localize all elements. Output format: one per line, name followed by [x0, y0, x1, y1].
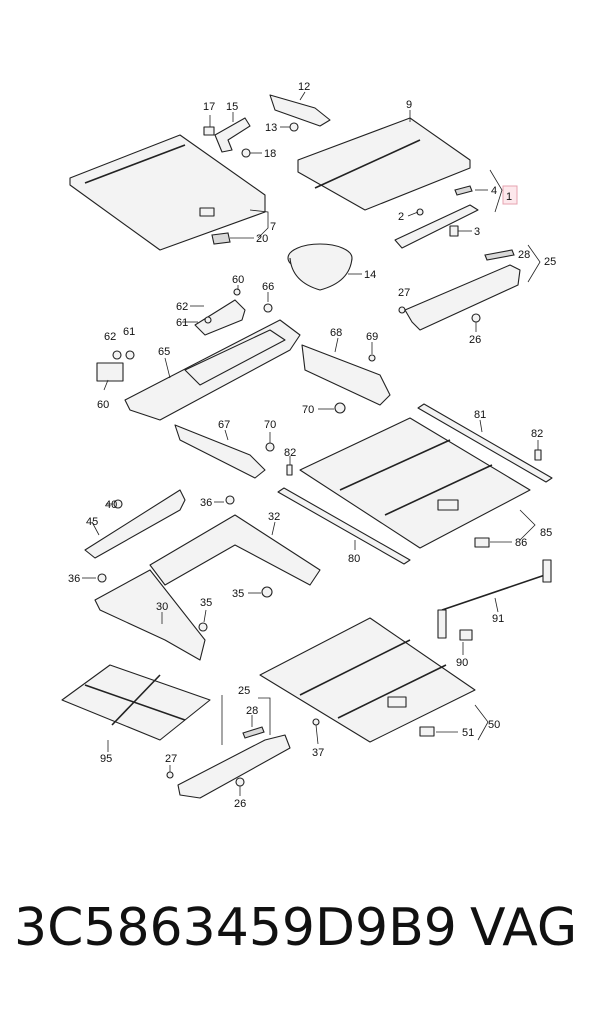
- callout-17: 17: [203, 101, 215, 113]
- bracket-group-60: [182, 285, 273, 336]
- rod-91: [437, 559, 552, 655]
- support-rail-65: [124, 319, 301, 421]
- callout-40: 40: [105, 499, 117, 511]
- hinge-part-60-lower: [96, 350, 135, 391]
- handle-part-12: [269, 91, 331, 132]
- callout-86: 86: [515, 537, 527, 549]
- callout-20: 20: [256, 233, 268, 245]
- callout-60-upper: 60: [232, 274, 244, 286]
- callout-9: 9: [406, 99, 412, 111]
- callout-3: 3: [474, 226, 480, 238]
- callout-95: 95: [100, 753, 112, 765]
- callout-61: 61: [123, 326, 135, 338]
- trim-strip-1: [394, 169, 518, 249]
- callout-7: 7: [270, 221, 276, 233]
- callout-61-upper: 61: [176, 317, 188, 329]
- callout-27-lower: 27: [165, 753, 177, 765]
- callout-70-mid: 70: [302, 404, 314, 416]
- floor-board-85: [299, 417, 536, 549]
- callout-36-upper: 36: [200, 497, 212, 509]
- bracket-part-45: [84, 489, 186, 559]
- callout-13: 13: [265, 122, 277, 134]
- callout-91: 91: [492, 613, 504, 625]
- luggage-mat-95: [61, 664, 211, 752]
- part-number: 3C5863459D9B9: [14, 898, 457, 958]
- callout-51: 51: [462, 727, 474, 739]
- callout-35-mid: 35: [232, 588, 244, 600]
- callout-50: 50: [488, 719, 500, 731]
- callout-15: 15: [226, 101, 238, 113]
- frame-part-30: [82, 569, 208, 661]
- callout-62-lower: 62: [104, 331, 116, 343]
- callout-26-lower: 26: [234, 798, 246, 810]
- callout-4: 4: [491, 185, 497, 197]
- rail-80: [277, 456, 411, 565]
- callout-18: 18: [264, 148, 276, 160]
- callout-65: 65: [158, 346, 170, 358]
- floor-board-50: [259, 617, 489, 745]
- callout-66: 66: [262, 281, 274, 293]
- part-number-caption: 3C5863459D9B9 VAG: [0, 898, 600, 978]
- callout-80: 80: [348, 553, 360, 565]
- callout-36-lower: 36: [68, 573, 80, 585]
- clip-part-20: [211, 232, 254, 245]
- callout-14: 14: [364, 269, 376, 281]
- callout-62: 62: [176, 301, 188, 313]
- callout-1: 1: [506, 191, 512, 203]
- callout-69: 69: [366, 331, 378, 343]
- hook-assembly: [203, 112, 262, 158]
- callout-2: 2: [398, 211, 404, 223]
- callout-45: 45: [86, 516, 98, 528]
- sill-trim-25-lower: [166, 695, 291, 799]
- callout-82-right: 82: [531, 428, 543, 440]
- callout-60-lower: 60: [97, 399, 109, 411]
- frame-part-32: [149, 495, 321, 598]
- callout-30: 30: [156, 601, 168, 613]
- callout-25-lower: 25: [238, 685, 250, 697]
- callout-81: 81: [474, 409, 486, 421]
- callout-70-upper: 70: [264, 419, 276, 431]
- callout-27-upper: 27: [398, 287, 410, 299]
- storage-pocket-14: [287, 243, 362, 291]
- brand-name: VAG: [470, 898, 578, 958]
- callout-90: 90: [456, 657, 468, 669]
- callout-labels: 1 2 3 4 9 12 13 14 15 17 18 20 7 25 26 2…: [86, 81, 556, 765]
- callout-12: 12: [298, 81, 310, 93]
- callout-32: 32: [268, 511, 280, 523]
- rail-part-67: [174, 424, 275, 479]
- cover-panel-9: [297, 110, 471, 211]
- rail-part-68: [301, 337, 391, 414]
- callout-25-upper: 25: [544, 256, 556, 268]
- callout-82-left: 82: [284, 447, 296, 459]
- rail-81: [417, 403, 553, 483]
- callout-35-lower: 35: [200, 597, 212, 609]
- callout-28-lower: 28: [246, 705, 258, 717]
- callout-28-upper: 28: [518, 249, 530, 261]
- callout-37: 37: [312, 747, 324, 759]
- callout-85: 85: [540, 527, 552, 539]
- load-floor-panel: [69, 134, 269, 251]
- callout-68: 68: [330, 327, 342, 339]
- exploded-parts-diagram: 1 2 3 4 9 12 13 14 15 17 18 20 7 25 26 2…: [61, 81, 556, 810]
- callout-labels-repeated: 60 62 61 70 82 36 35 25 28 27 26: [68, 317, 296, 810]
- sill-trim-25-upper: [398, 244, 541, 332]
- callout-67: 67: [218, 419, 230, 431]
- callout-26-upper: 26: [469, 334, 481, 346]
